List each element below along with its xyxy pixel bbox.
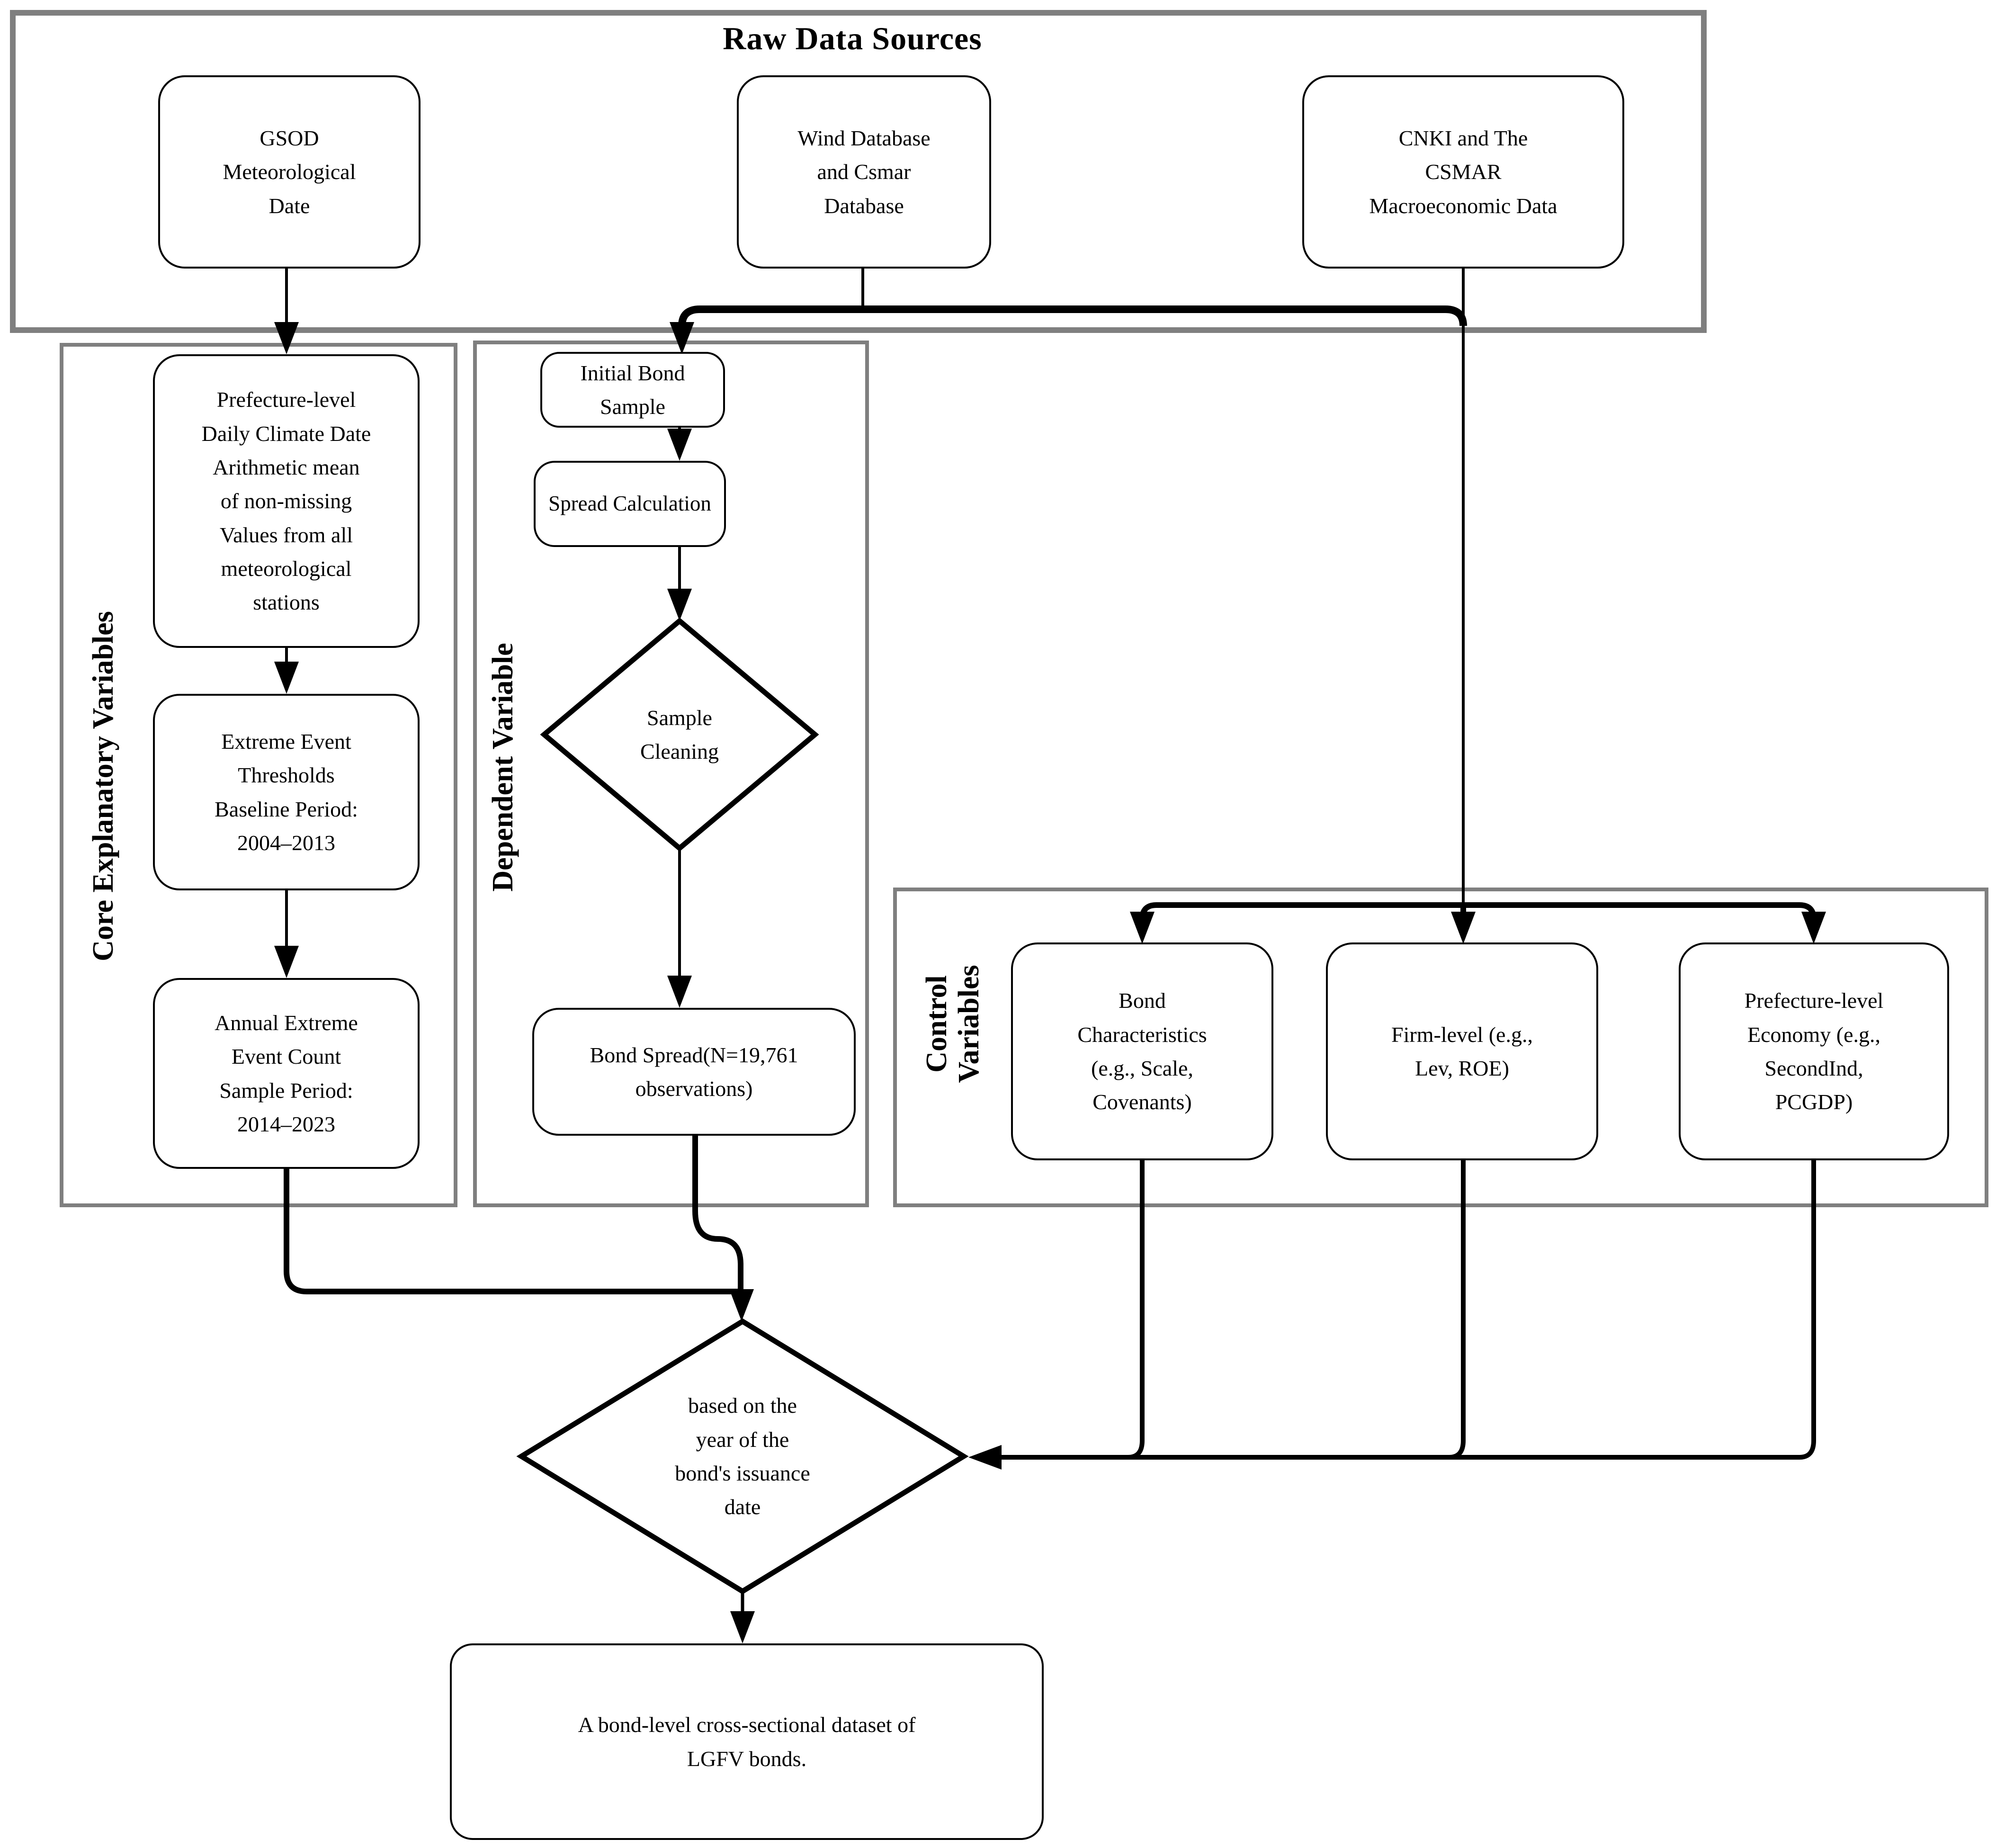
connector-prefecon-to-merge	[999, 1160, 1816, 1460]
raw-data-sources-title: Raw Data Sources	[723, 20, 982, 56]
node-annual-count: Annual Extreme Event Count Sample Period…	[153, 978, 420, 1169]
label-control-variables: Control Variables	[920, 965, 985, 1083]
arrowhead-into-thresholds	[274, 662, 299, 694]
container-dependent-variable	[473, 341, 869, 1207]
arrowhead-into-firmlevel	[1451, 912, 1476, 944]
arrowhead-into-annual	[274, 946, 299, 978]
diamond-sample-cleaning	[540, 617, 819, 852]
arrowhead-into-merge-top	[729, 1289, 754, 1321]
arrowhead-into-final	[730, 1611, 755, 1643]
arrowhead-into-bondchar	[1130, 912, 1155, 944]
node-prefecture-economy: Prefecture-level Economy (e.g., SecondIn…	[1679, 942, 1949, 1160]
container-raw-data-sources	[10, 10, 1707, 333]
node-initial-bond-sample: Initial Bond Sample	[540, 352, 725, 428]
label-dependent-variable: Dependent Variable	[486, 643, 519, 892]
node-firm-level: Firm-level (e.g., Lev, ROE)	[1326, 942, 1598, 1160]
arrowhead-into-prefecon	[1801, 912, 1826, 944]
arrowhead-into-prefecture	[274, 322, 299, 354]
node-final-dataset: A bond-level cross-sectional dataset of …	[450, 1643, 1044, 1840]
diamond-text-issuance-merge: based on the year of the bond's issuance…	[675, 1393, 810, 1519]
arrowhead-into-spreadcalc	[667, 429, 692, 461]
arrowhead-into-cleaning	[667, 589, 692, 621]
arrowhead-into-merge-right	[968, 1445, 1002, 1470]
arrowhead-into-bondspread	[667, 976, 692, 1008]
node-gsod: GSOD Meteorological Date	[158, 75, 421, 269]
connector-annual-to-merge	[284, 1168, 741, 1294]
node-cnki-csmar: CNKI and The CSMAR Macroeconomic Data	[1302, 75, 1624, 269]
connector-control-bracket	[1139, 902, 1817, 935]
container-core-explanatory	[60, 343, 457, 1207]
node-bond-spread: Bond Spread(N=19,761 observations)	[532, 1008, 856, 1136]
label-core-explanatory-variables: Core Explanatory Variables	[87, 611, 119, 961]
connector-wind-split	[678, 305, 1467, 326]
arrowhead-into-initial	[670, 322, 694, 354]
container-control-variables	[893, 888, 1988, 1207]
node-spread-calculation: Spread Calculation	[534, 461, 726, 547]
node-prefecture-climate: Prefecture-level Daily Climate Date Arit…	[153, 354, 420, 648]
node-extreme-thresholds: Extreme Event Thresholds Baseline Period…	[153, 694, 420, 890]
node-bond-characteristics: Bond Characteristics (e.g., Scale, Coven…	[1011, 942, 1273, 1160]
node-wind-database: Wind Database and Csmar Database	[737, 75, 991, 269]
connector-bondspread-to-merge	[692, 1135, 743, 1295]
diamond-text-sample-cleaning: Sample Cleaning	[640, 705, 719, 763]
diamond-issuance-merge	[516, 1318, 969, 1595]
